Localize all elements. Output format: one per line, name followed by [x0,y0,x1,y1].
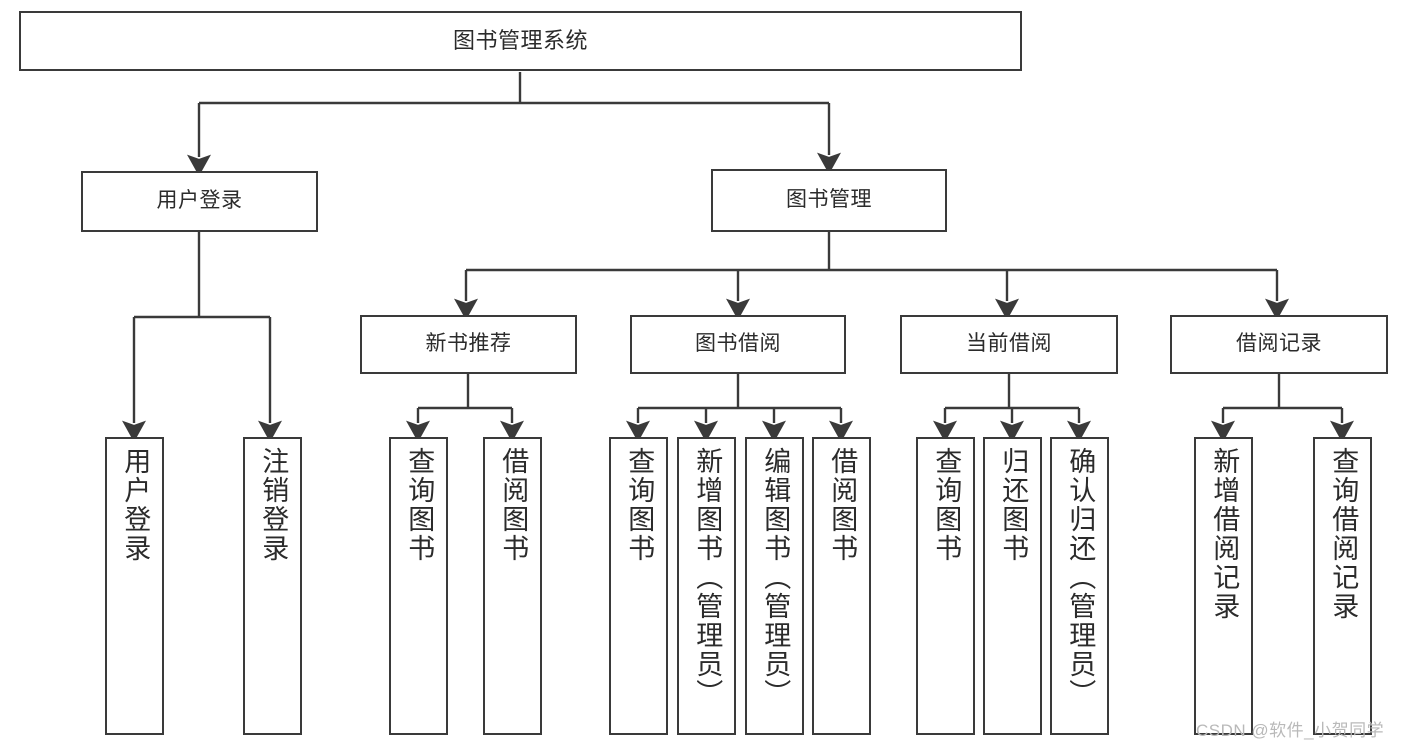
node-book-borrow-label: 图书借阅 [695,332,781,356]
node-leaf-add-record[interactable]: 新增借阅记录 [1194,437,1253,735]
node-leaf-add-record-label: 新增借阅记录 [1209,447,1240,621]
node-leaf-borrow-book-2[interactable]: 借阅图书 [812,437,871,735]
node-current-borrow[interactable]: 当前借阅 [900,315,1118,374]
node-leaf-query-book-3-label: 查询图书 [931,447,962,563]
node-leaf-user-login-label: 用户登录 [120,447,151,563]
node-leaf-confirm-return[interactable]: 确认归还（管理员） [1050,437,1109,735]
node-leaf-query-book-1-label: 查询图书 [404,447,435,563]
node-leaf-query-book-2-label: 查询图书 [624,447,655,563]
node-leaf-borrow-book-1[interactable]: 借阅图书 [483,437,542,735]
node-root-label: 图书管理系统 [452,28,588,54]
node-book-manage[interactable]: 图书管理 [711,169,947,232]
watermark: CSDN @软件_小贺同学 [1196,721,1385,740]
node-leaf-confirm-return-label: 确认归还（管理员） [1065,447,1096,708]
node-book-manage-label: 图书管理 [786,188,872,212]
node-user-login-label: 用户登录 [156,189,243,213]
node-user-login[interactable]: 用户登录 [81,171,318,232]
node-new-book-recommend-label: 新书推荐 [425,332,512,356]
node-leaf-borrow-book-2-label: 借阅图书 [827,447,858,563]
node-leaf-edit-book-label: 编辑图书（管理员） [760,447,791,708]
node-leaf-query-book-3[interactable]: 查询图书 [916,437,975,735]
node-leaf-add-book[interactable]: 新增图书（管理员） [677,437,736,735]
node-leaf-logout-login-label: 注销登录 [258,447,289,563]
node-leaf-query-book-2[interactable]: 查询图书 [609,437,668,735]
node-new-book-recommend[interactable]: 新书推荐 [360,315,577,374]
node-current-borrow-label: 当前借阅 [966,332,1052,356]
node-leaf-query-record[interactable]: 查询借阅记录 [1313,437,1372,735]
node-leaf-user-login[interactable]: 用户登录 [105,437,164,735]
node-leaf-return-book[interactable]: 归还图书 [983,437,1042,735]
node-book-borrow[interactable]: 图书借阅 [630,315,846,374]
node-leaf-return-book-label: 归还图书 [998,447,1029,563]
node-leaf-borrow-book-1-label: 借阅图书 [498,447,529,563]
node-root[interactable]: 图书管理系统 [19,11,1022,71]
node-borrow-record[interactable]: 借阅记录 [1170,315,1388,374]
node-leaf-logout-login[interactable]: 注销登录 [243,437,302,735]
node-leaf-query-record-label: 查询借阅记录 [1328,447,1359,621]
node-leaf-query-book-1[interactable]: 查询图书 [389,437,448,735]
node-leaf-add-book-label: 新增图书（管理员） [692,447,723,708]
node-leaf-edit-book[interactable]: 编辑图书（管理员） [745,437,804,735]
node-borrow-record-label: 借阅记录 [1236,332,1322,356]
